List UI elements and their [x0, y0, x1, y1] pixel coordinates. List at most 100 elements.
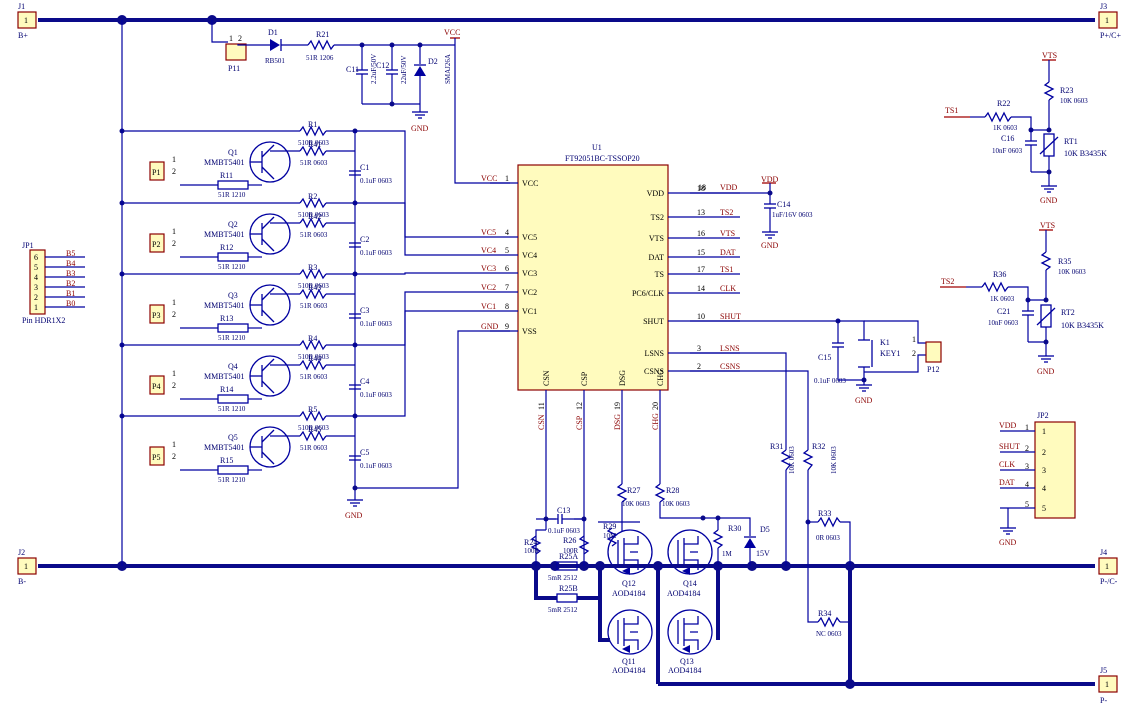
svg-text:1: 1 — [229, 34, 233, 43]
svg-text:C21: C21 — [997, 307, 1010, 316]
ic-left-net-label: VC1 — [481, 302, 496, 311]
ic-left-net-label: VC5 — [481, 228, 496, 237]
svg-text:1: 1 — [24, 16, 28, 25]
svg-text:1: 1 — [1105, 680, 1109, 689]
transistor-ref: Q2 — [228, 220, 238, 229]
ic-pin-number: 11 — [537, 402, 546, 410]
ic-pin-name: CSP — [580, 371, 589, 386]
svg-text:1: 1 — [912, 335, 916, 344]
cap-ref: C4 — [360, 377, 369, 386]
power-input: 1 2 P11 D1 RB501 R21 51R 1206 C11 2.2uF/… — [211, 20, 510, 184]
resistor-value: 510R 0603 — [298, 424, 329, 432]
resistor-ref: R4 — [308, 334, 317, 343]
ic-pin-name: VCC — [522, 179, 538, 188]
svg-text:2: 2 — [172, 167, 176, 176]
ic-pin-name: TS — [655, 270, 664, 279]
svg-text:R28: R28 — [666, 486, 679, 495]
ic-pin-name: CSNS — [644, 367, 664, 376]
ic-pin-number: 18 — [697, 184, 705, 193]
jp1-pin-number: 3 — [34, 283, 38, 292]
svg-text:P1: P1 — [152, 168, 160, 177]
ic-pin-name: VTS — [649, 234, 664, 243]
svg-text:10nF 0603: 10nF 0603 — [992, 147, 1023, 155]
svg-text:1K 0603: 1K 0603 — [990, 295, 1015, 303]
svg-text:3: 3 — [1042, 466, 1046, 475]
svg-text:4: 4 — [1025, 480, 1029, 489]
transistor-value: MMBT5401 — [204, 443, 244, 452]
svg-text:JP2: JP2 — [1037, 411, 1049, 420]
resistor-ref: R12 — [220, 243, 233, 252]
svg-text:TS2: TS2 — [941, 277, 954, 286]
ic-pin-name: DSG — [618, 370, 627, 386]
jp2-gnd-label: GND — [999, 538, 1017, 547]
svg-text:GND: GND — [1040, 196, 1058, 205]
transistor-value: MMBT5401 — [204, 372, 244, 381]
svg-text:1: 1 — [1105, 16, 1109, 25]
cap-value: 0.1uF 0603 — [360, 391, 392, 399]
svg-text:10K B3435K: 10K B3435K — [1064, 149, 1107, 158]
svg-text:10nF 0603: 10nF 0603 — [988, 319, 1019, 327]
key-k1: C15 0.1uF 0603 K1 KEY1 GND 1 2 P12 — [690, 318, 942, 405]
cap-value: 0.1uF 0603 — [360, 462, 392, 470]
jp1-pin-number: 1 — [34, 303, 38, 312]
transistor-value: MMBT5401 — [204, 158, 244, 167]
svg-text:GND: GND — [1037, 367, 1055, 376]
connector-j3: 1 J3 P+/C+ — [1098, 2, 1122, 40]
cap-ref: C2 — [360, 235, 369, 244]
svg-text:D1: D1 — [268, 28, 278, 37]
svg-text:Q14: Q14 — [683, 579, 697, 588]
cap-ref: C3 — [360, 306, 369, 315]
ic-pin-number: 7 — [505, 283, 509, 292]
transistor-ref: Q1 — [228, 148, 238, 157]
connector-j1: 1 J1 B+ — [17, 2, 37, 40]
svg-text:10K 0603: 10K 0603 — [1060, 97, 1088, 105]
svg-text:Pin HDR1X2: Pin HDR1X2 — [22, 316, 65, 325]
svg-text:U1: U1 — [592, 143, 602, 152]
resistor-ref: R5 — [308, 405, 317, 414]
ic-u1: U1 FT92051BC-TSSOP20 — [517, 143, 669, 391]
svg-text:RB501: RB501 — [265, 57, 285, 65]
svg-text:P+/C+: P+/C+ — [1100, 31, 1122, 40]
svg-text:1: 1 — [1105, 562, 1109, 571]
svg-text:R21: R21 — [316, 30, 329, 39]
svg-text:2: 2 — [172, 310, 176, 319]
svg-text:RT2: RT2 — [1061, 308, 1075, 317]
jp1-net-label: B0 — [66, 299, 75, 308]
svg-text:2: 2 — [238, 34, 242, 43]
svg-text:R34: R34 — [818, 609, 831, 618]
svg-text:5: 5 — [1042, 504, 1046, 513]
ic-pin-name: VC3 — [522, 269, 537, 278]
resistor-ref: R42 — [308, 212, 321, 221]
ic-pin-name: DAT — [648, 253, 664, 262]
svg-text:1: 1 — [1042, 427, 1046, 436]
svg-text:D2: D2 — [428, 57, 438, 66]
cap-ref: C5 — [360, 448, 369, 457]
svg-text:10K 0603: 10K 0603 — [830, 446, 838, 474]
svg-text:C16: C16 — [1001, 134, 1014, 143]
ic-bottom-net-label: CHG — [651, 413, 660, 430]
svg-text:R32: R32 — [812, 442, 825, 451]
svg-text:J2: J2 — [18, 548, 25, 557]
svg-text:R25B: R25B — [559, 584, 578, 593]
ic-pin-number: 5 — [505, 246, 509, 255]
svg-text:P-: P- — [1100, 696, 1107, 705]
ic-pin-number: 15 — [697, 248, 705, 257]
resistor-ref: R3 — [308, 263, 317, 272]
resistor-value: 510R 0603 — [298, 282, 329, 290]
ic-right-net-label: CLK — [720, 284, 736, 293]
ic-pin-number: 3 — [697, 344, 701, 353]
svg-text:R23: R23 — [1060, 86, 1073, 95]
svg-text:Q11: Q11 — [622, 657, 635, 666]
resistor-ref: R41 — [308, 140, 321, 149]
svg-text:FT92051BC-TSSOP20: FT92051BC-TSSOP20 — [565, 154, 640, 163]
ic-pin-number: 1 — [505, 174, 509, 183]
svg-text:VTS: VTS — [1040, 221, 1055, 230]
svg-text:2: 2 — [1025, 444, 1029, 453]
cap-value: 0.1uF 0603 — [360, 177, 392, 185]
svg-text:J4: J4 — [1100, 548, 1107, 557]
svg-text:3: 3 — [1025, 462, 1029, 471]
jp2-net-label: VDD — [999, 421, 1017, 430]
jp2-net-label: DAT — [999, 478, 1015, 487]
ic-left-net-label: VC3 — [481, 264, 496, 273]
